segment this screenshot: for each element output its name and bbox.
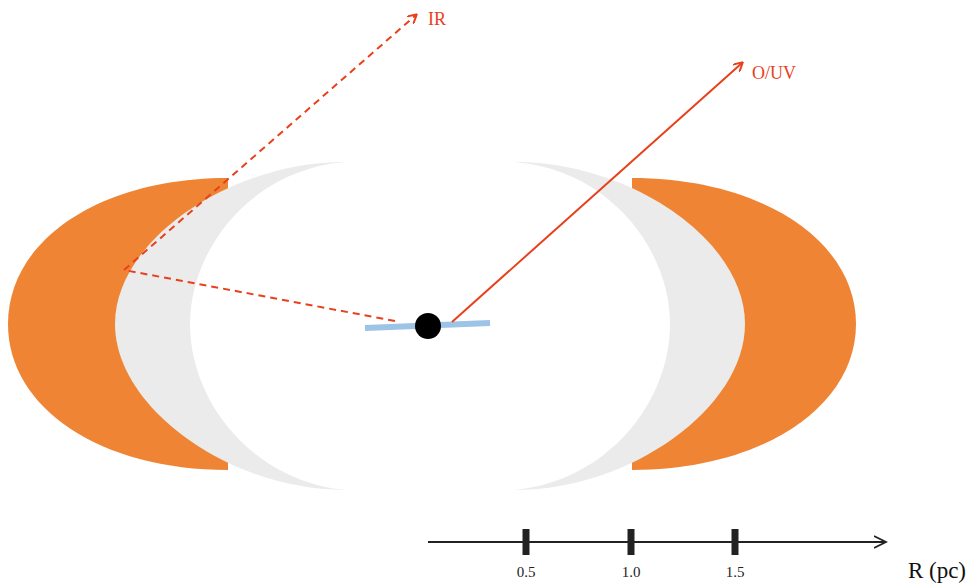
radius-axis	[428, 541, 886, 543]
torus-inner-right	[515, 162, 745, 490]
tick-value: 1.0	[622, 565, 641, 580]
torus-cavity-left	[190, 162, 345, 490]
ir-ray-in	[124, 270, 395, 321]
ir-ray-out	[124, 15, 416, 270]
tick-value: 0.5	[517, 565, 536, 580]
axis-tick	[732, 529, 739, 555]
axis-tick	[523, 529, 530, 555]
ray-label: IR	[428, 10, 446, 28]
axis-title: R (pc)	[908, 559, 966, 582]
ray-label: O/UV	[752, 64, 796, 82]
torus-cavity-center	[340, 168, 520, 484]
axis-tick	[628, 529, 635, 555]
tick-value: 1.5	[726, 565, 745, 580]
torus-inner-left	[115, 162, 345, 490]
torus-cavity-right	[515, 162, 670, 490]
ouv-ray	[452, 63, 742, 322]
black-hole	[415, 313, 441, 339]
